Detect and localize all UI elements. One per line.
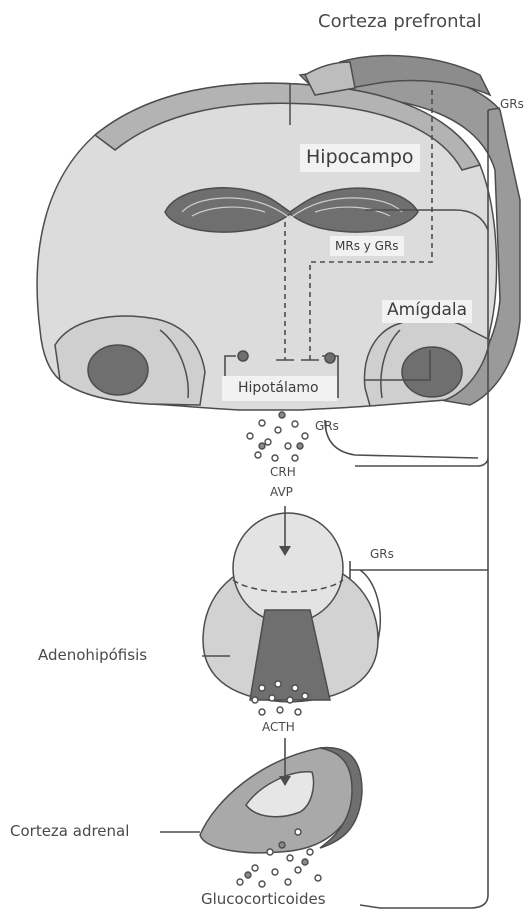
hypo-grs-line: [325, 420, 478, 458]
label-grs-top: GRs: [500, 98, 524, 110]
rail-branch-hypo: [355, 458, 488, 466]
right-amygdala: [402, 347, 462, 397]
right-neuron: [325, 353, 335, 363]
gluco-leader: [360, 905, 380, 908]
label-hippocampus: Hipocampo: [300, 144, 420, 172]
prefrontal-patch-2: [305, 62, 355, 95]
label-grs-hypothalamus: GRs: [315, 420, 339, 432]
crh-granules: [247, 412, 308, 461]
label-adenohypophysis: Adenohipófisis: [38, 648, 147, 663]
label-acth: ACTH: [262, 721, 295, 733]
label-mrs-grs: MRs y GRs: [330, 236, 404, 256]
label-prefrontal-cortex: Corteza prefrontal: [318, 13, 482, 31]
adrenal: [200, 748, 362, 853]
left-amygdala: [88, 345, 148, 395]
left-neuron: [238, 351, 248, 361]
label-glucocorticoids: Glucocorticoides: [201, 892, 326, 907]
pituitary: [203, 513, 380, 702]
label-crh: CRH: [270, 466, 296, 478]
pituitary-posterior: [233, 513, 343, 623]
label-avp: AVP: [270, 486, 293, 498]
label-hypothalamus: Hipotálamo: [222, 376, 337, 401]
label-adrenal-cortex: Corteza adrenal: [10, 824, 129, 839]
label-grs-pituitary: GRs: [370, 548, 394, 560]
label-amygdala: Amígdala: [382, 300, 472, 323]
brain: [37, 56, 520, 410]
